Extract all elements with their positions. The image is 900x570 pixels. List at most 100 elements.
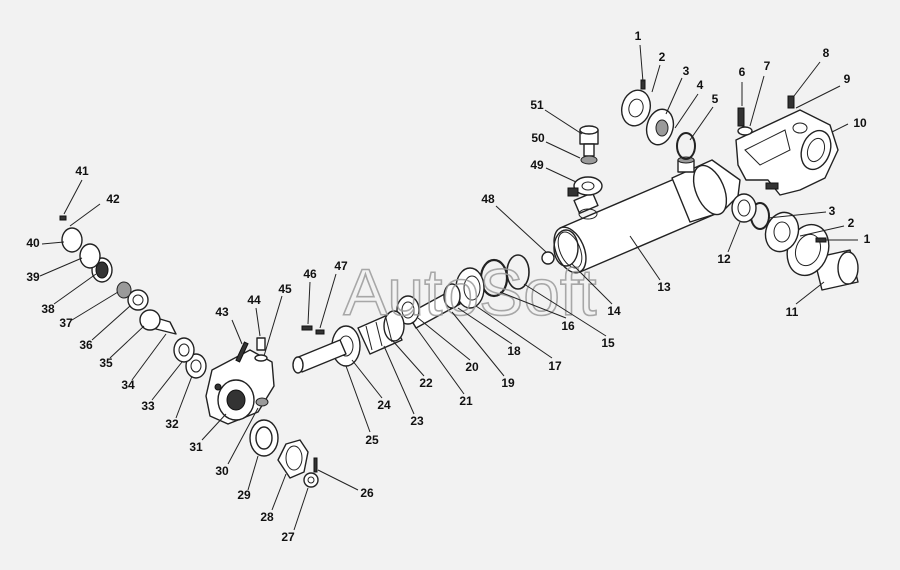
pin-43 (235, 341, 249, 363)
callout-40: 40 (26, 236, 65, 250)
callout-47: 47 (319, 259, 348, 329)
housing-31 (205, 349, 275, 425)
callout-39: 39 (26, 257, 83, 284)
callout-20: 20 (417, 317, 479, 374)
callout-number: 2 (659, 50, 666, 64)
callout-number: 15 (601, 336, 615, 350)
callout-number: 20 (465, 360, 479, 374)
nut-27 (303, 472, 319, 488)
leader-line (69, 203, 101, 227)
callout-11: 11 (786, 281, 825, 319)
bolt-8-9 (765, 95, 795, 190)
callout-25: 25 (345, 365, 379, 447)
leader-line (629, 235, 661, 281)
callout-number: 42 (106, 192, 120, 206)
callout-2a: 2 (651, 50, 666, 93)
callout-number: 32 (165, 417, 179, 431)
callout-38: 38 (41, 273, 97, 316)
callout-46: 46 (303, 267, 317, 325)
callout-10: 10 (831, 116, 867, 133)
bolt-6 (737, 107, 745, 127)
leader-line (411, 321, 465, 395)
leader-line (674, 93, 699, 129)
callout-13: 13 (629, 235, 671, 294)
callout-number: 27 (281, 530, 295, 544)
leader-line (651, 64, 661, 93)
watermark-text: AutoSoft (343, 255, 596, 329)
callout-7: 7 (749, 59, 771, 127)
leader-line (151, 361, 183, 401)
leader-line (227, 407, 259, 465)
callout-number: 24 (377, 398, 391, 412)
leader-line (345, 365, 371, 433)
mounting-bracket (735, 109, 839, 196)
fitting-51 (579, 125, 599, 157)
leader-line (749, 75, 765, 127)
callout-31: 31 (189, 413, 227, 454)
callout-1a: 1 (635, 29, 644, 83)
callout-26: 26 (317, 469, 374, 500)
callout-27: 27 (281, 487, 309, 544)
spacer-34 (173, 337, 195, 363)
leader-line (293, 487, 309, 531)
callout-number: 1 (864, 232, 871, 246)
leader-line (639, 44, 644, 83)
callout-number: 5 (712, 92, 719, 106)
callout-45: 45 (263, 282, 292, 357)
leader-line (131, 333, 167, 381)
ball-stud-35 (139, 309, 177, 335)
callout-number: 50 (531, 131, 545, 145)
callout-number: 10 (853, 116, 867, 130)
leader-line (523, 283, 607, 337)
nut-48 (541, 251, 555, 265)
callout-29: 29 (237, 455, 259, 502)
callout-number: 12 (717, 252, 731, 266)
callout-21: 21 (411, 321, 473, 408)
callout-number: 19 (501, 376, 515, 390)
leader-line (767, 211, 827, 219)
callout-16: 16 (499, 291, 575, 333)
callout-number: 28 (260, 510, 274, 524)
callout-15: 15 (523, 283, 615, 350)
cylinder-barrel (553, 156, 741, 274)
cover-3-upper (645, 108, 675, 146)
callout-28: 28 (260, 473, 287, 524)
washer-7 (737, 126, 753, 136)
leader-line (53, 273, 97, 305)
leader-line (231, 319, 243, 345)
callout-number: 13 (657, 280, 671, 294)
callout-number: 25 (365, 433, 379, 447)
callout-number: 7 (764, 59, 771, 73)
leader-line (317, 469, 359, 491)
leader-line (665, 77, 683, 115)
callout-number: 8 (823, 46, 830, 60)
callout-number: 9 (844, 72, 851, 86)
callout-49: 49 (530, 158, 577, 183)
callout-17: 17 (475, 305, 562, 373)
callout-9: 9 (795, 72, 851, 109)
callout-4: 4 (674, 78, 704, 129)
callout-number: 35 (99, 356, 113, 370)
leader-line (571, 263, 613, 305)
callout-number: 2 (848, 216, 855, 230)
leader-line (263, 295, 283, 357)
leader-line (499, 291, 567, 319)
leader-line (451, 311, 505, 377)
callout-30: 30 (215, 407, 259, 478)
cover-40 (61, 227, 83, 253)
leader-line (175, 375, 193, 419)
callout-44: 44 (247, 293, 261, 337)
callout-number: 41 (75, 164, 89, 178)
callout-6: 6 (739, 65, 746, 106)
callout-number: 31 (189, 440, 203, 454)
leader-line (495, 205, 547, 253)
leader-line (71, 291, 119, 321)
callout-22: 22 (391, 339, 433, 390)
callout-41: 41 (63, 164, 89, 215)
callout-number: 39 (26, 270, 40, 284)
ring-14 (553, 229, 579, 267)
boot-28 (277, 439, 309, 479)
screw-41-42 (59, 215, 67, 221)
callout-number: 51 (530, 98, 544, 112)
